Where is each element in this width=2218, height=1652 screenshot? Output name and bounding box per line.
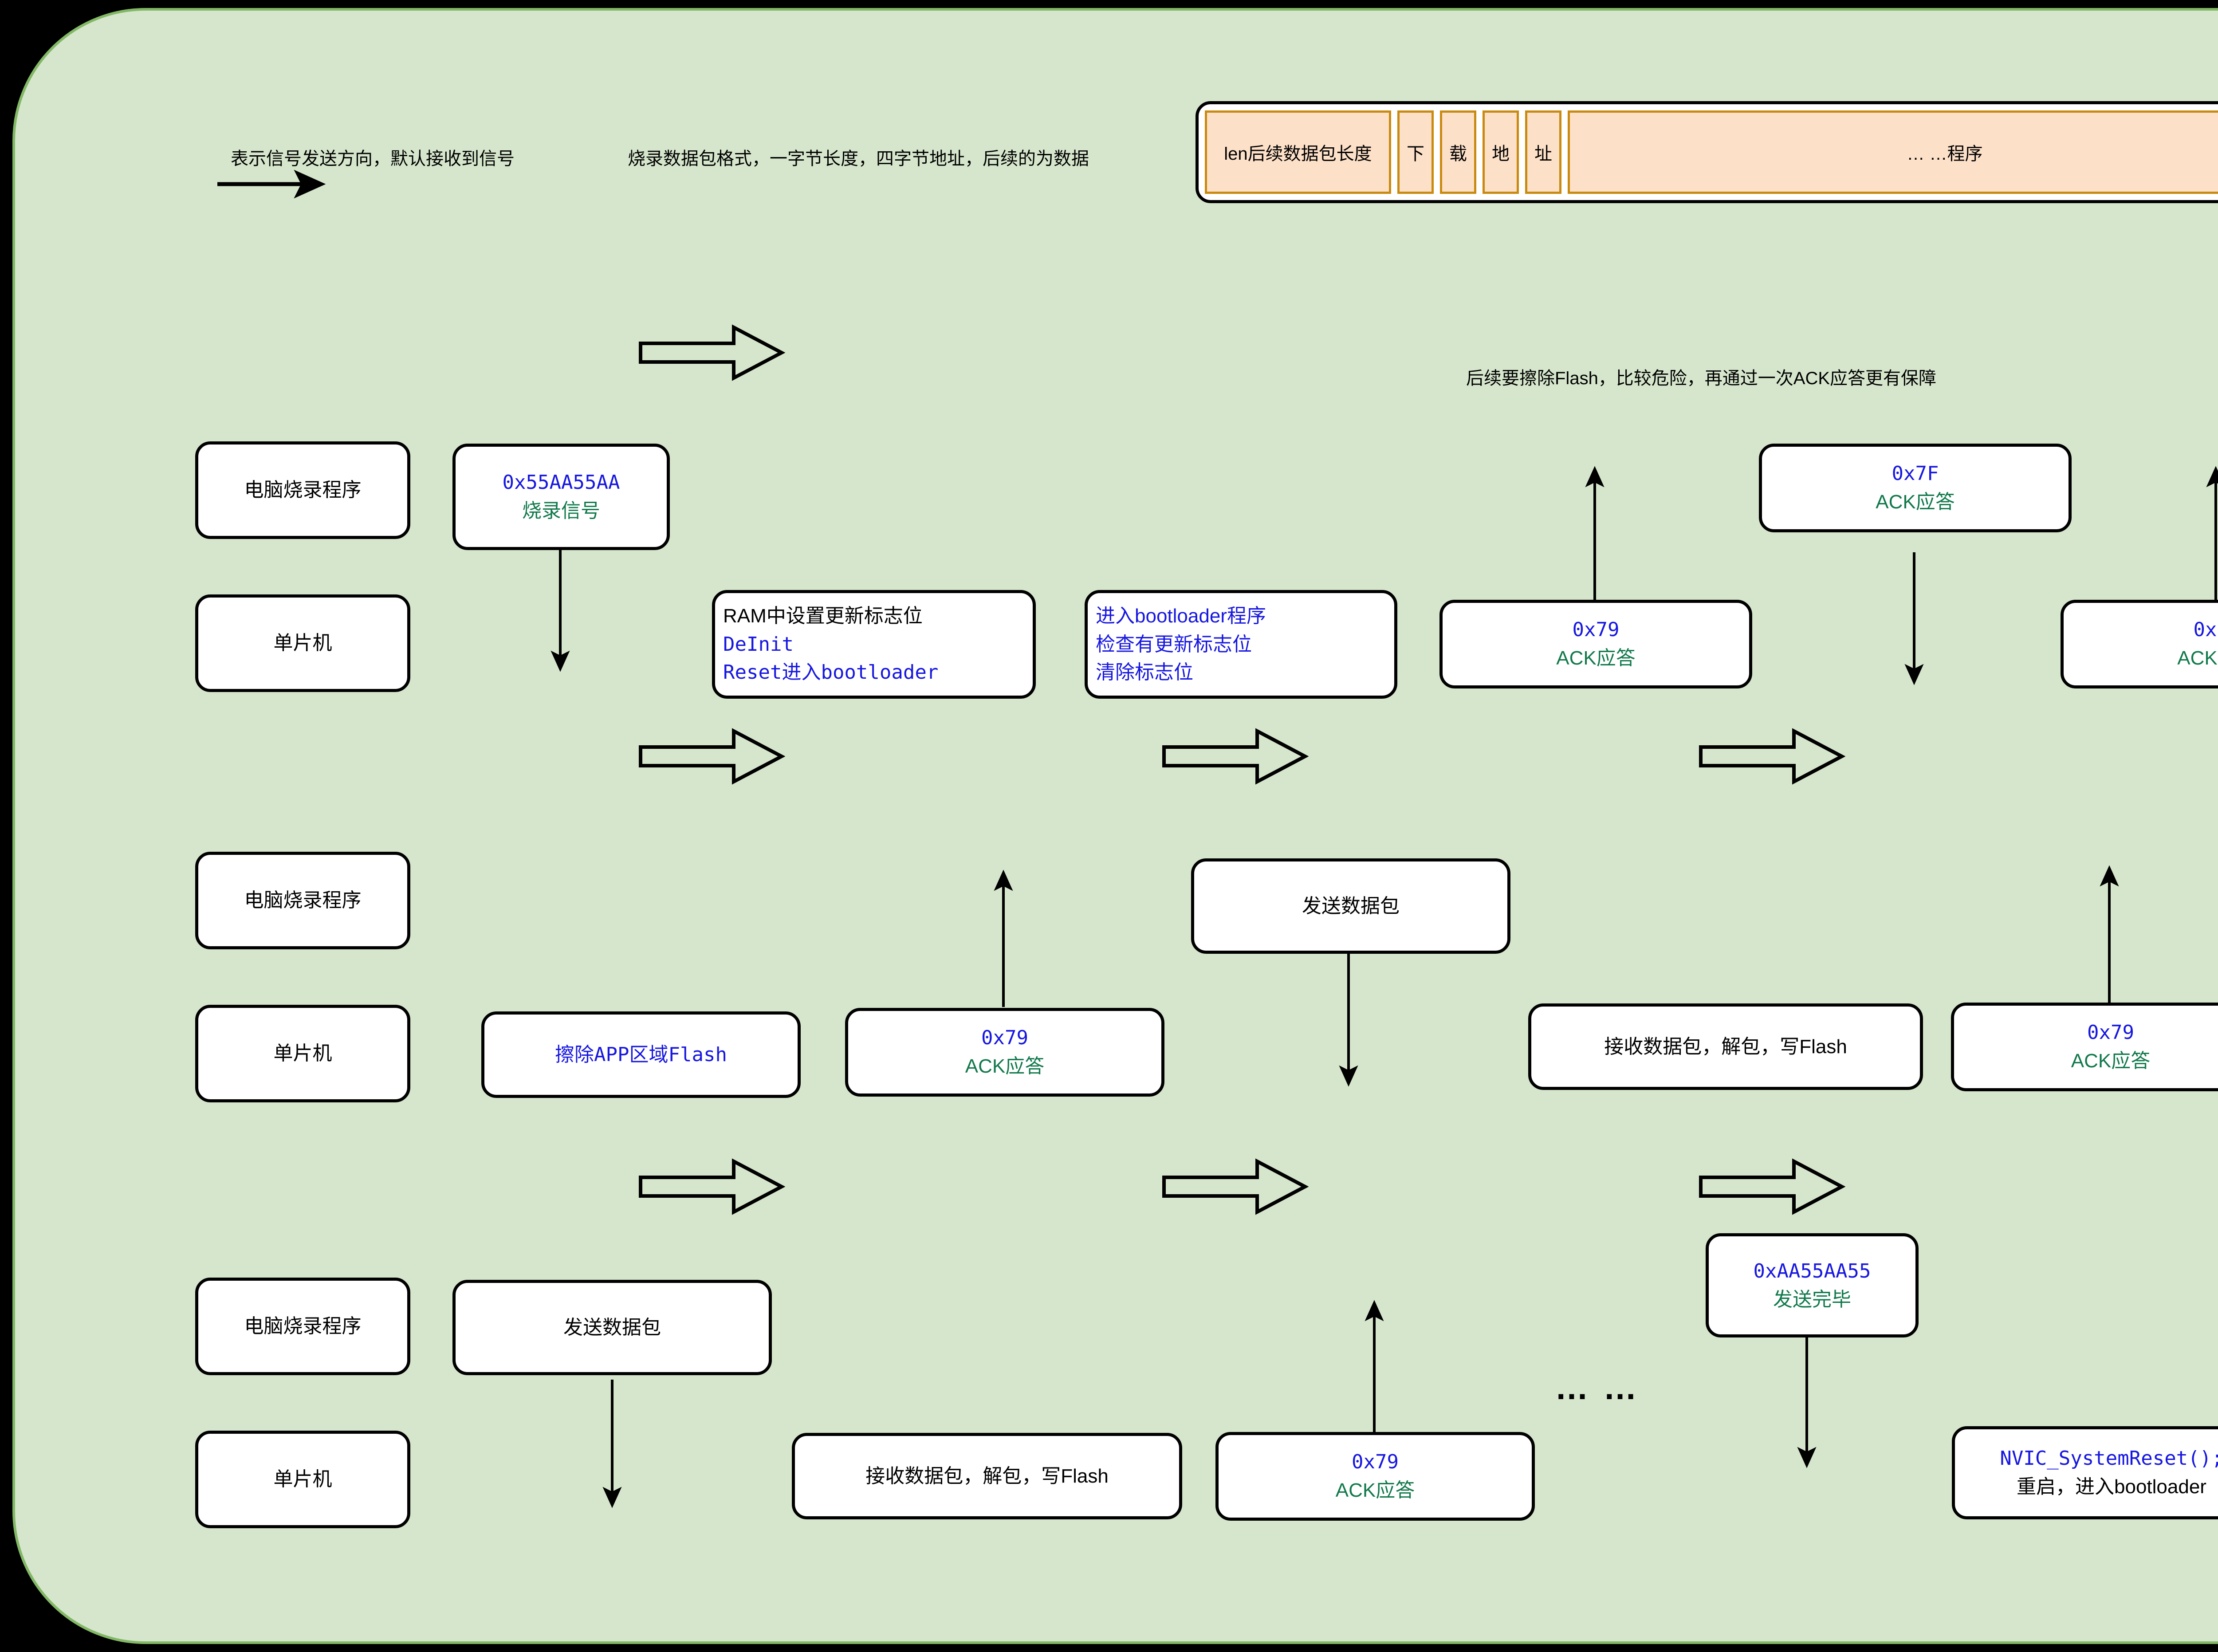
node-line-hex: 0x55AA55AA — [502, 471, 620, 494]
node-line-1: 进入bootloader程序 — [1096, 605, 1266, 627]
note-legend-direction: 表示信号发送方向，默认接收到信号 — [231, 149, 515, 169]
lane-row3-mcu: 单片机 — [195, 1431, 410, 1528]
note-packet-format: 烧录数据包格式，一字节长度，四字节地址，后续的为数据 — [628, 149, 1089, 169]
node-line-hex: 0x7F — [1892, 462, 1939, 485]
lane-label: 单片机 — [273, 1042, 332, 1065]
node-line-desc: 烧录信号 — [522, 500, 600, 522]
lane-label: 单片机 — [273, 632, 332, 654]
node-line-desc: ACK应答 — [2071, 1050, 2151, 1072]
node-send-packet-row2: 发送数据包 — [1191, 858, 1510, 954]
block-arrow-step-4 — [1699, 728, 1845, 785]
node-line-1: NVIC_SystemReset(); — [2000, 1447, 2218, 1470]
node-line-2: 检查有更新标志位 — [1096, 633, 1252, 655]
lane-row2-mcu: 单片机 — [195, 1005, 410, 1102]
node-line-3: 清除标志位 — [1096, 661, 1193, 684]
node-ram-flag: RAM中设置更新标志位 DeInit Reset进入bootloader — [712, 590, 1036, 699]
packet-cell-byte-1: 下 — [1397, 110, 1434, 194]
packet-cell-program: … …程序 — [1568, 110, 2218, 194]
lane-label: 电脑烧录程序 — [244, 889, 362, 912]
packet-cell-byte-2: 载 — [1440, 110, 1476, 194]
node-ack-0x7f: 0x7F ACK应答 — [1759, 444, 2072, 532]
node-recv-packet-row3: 接收数据包，解包，写Flash — [792, 1433, 1182, 1519]
lane-row2-pc: 电脑烧录程序 — [195, 852, 410, 949]
lane-label: 电脑烧录程序 — [244, 1315, 362, 1337]
node-line-hex: 0x79 — [981, 1027, 1028, 1050]
node-send-packet-row3: 发送数据包 — [452, 1280, 772, 1375]
node-line-1: 接收数据包，解包，写Flash — [1604, 1035, 1847, 1058]
node-ack-0x79-row1-a: 0x79 ACK应答 — [1439, 600, 1752, 688]
node-ack-0x79-row2-a: 0x79 ACK应答 — [845, 1008, 1164, 1097]
node-line-2: 重启，进入bootloader — [2017, 1476, 2206, 1498]
node-erase-app-flash: 擦除APP区域Flash — [481, 1011, 801, 1098]
lane-label: 单片机 — [273, 1468, 332, 1491]
lane-label: 电脑烧录程序 — [244, 479, 362, 501]
diagram-canvas — [12, 8, 2218, 1644]
node-line-desc: ACK应答 — [1335, 1479, 1415, 1501]
block-arrow-step-5 — [639, 1158, 785, 1215]
node-recv-packet-row2: 接收数据包，解包，写Flash — [1528, 1003, 1923, 1090]
node-line-hex: 0x79 — [1572, 618, 1620, 641]
node-line-desc: ACK应答 — [2177, 647, 2218, 669]
node-line-hex: 0x79 — [1352, 1451, 1399, 1474]
node-line-hex: 0x79 — [2087, 1021, 2134, 1044]
node-line-1: 发送数据包 — [1302, 895, 1400, 917]
node-line-1: 擦除APP区域Flash — [555, 1043, 727, 1066]
node-line-1: RAM中设置更新标志位 — [723, 605, 923, 627]
node-line-1: 接收数据包，解包，写Flash — [865, 1465, 1109, 1487]
block-arrow-step-1 — [639, 324, 785, 381]
node-line-desc: 发送完毕 — [1773, 1288, 1851, 1310]
lane-row3-pc: 电脑烧录程序 — [195, 1278, 410, 1375]
node-line-1: 发送数据包 — [563, 1316, 661, 1338]
node-line-hex: 0x79 — [2193, 618, 2218, 641]
packet-format-panel: len后续数据包长度 下 载 地 址 … …程序 — [1196, 101, 2218, 203]
note-erase-warning: 后续要擦除Flash，比较危险，再通过一次ACK应答更有保障 — [1466, 369, 1937, 388]
block-arrow-step-7 — [1699, 1158, 1845, 1215]
node-line-hex: 0xAA55AA55 — [1753, 1259, 1871, 1282]
lane-row1-pc: 电脑烧录程序 — [195, 441, 410, 539]
node-line-desc: ACK应答 — [965, 1055, 1045, 1077]
node-line-3: Reset进入bootloader — [723, 661, 939, 684]
node-line-desc: ACK应答 — [1556, 647, 1636, 669]
lane-row1-mcu: 单片机 — [195, 594, 410, 692]
node-enter-bootloader: 进入bootloader程序 检查有更新标志位 清除标志位 — [1085, 590, 1397, 699]
node-burn-signal: 0x55AA55AA 烧录信号 — [452, 444, 670, 550]
node-line-2: DeInit — [723, 633, 794, 656]
block-arrow-step-3 — [1162, 728, 1309, 785]
node-line-desc: ACK应答 — [1876, 491, 1955, 513]
node-send-complete: 0xAA55AA55 发送完毕 — [1706, 1233, 1919, 1337]
node-ack-0x79-row3: 0x79 ACK应答 — [1215, 1432, 1535, 1521]
block-arrow-step-2 — [639, 728, 785, 785]
ellipsis-marker: … … — [1555, 1369, 1640, 1407]
block-arrow-step-6 — [1162, 1158, 1309, 1215]
packet-cell-byte-4: 址 — [1525, 110, 1561, 194]
node-system-reset: NVIC_SystemReset(); 重启，进入bootloader — [1952, 1426, 2218, 1519]
node-ack-0x79-row2-b: 0x79 ACK应答 — [1951, 1003, 2218, 1091]
node-ack-0x79-row1-b: 0x79 ACK应答 — [2061, 600, 2218, 688]
packet-cell-len: len后续数据包长度 — [1205, 110, 1391, 194]
packet-cell-byte-3: 地 — [1483, 110, 1519, 194]
